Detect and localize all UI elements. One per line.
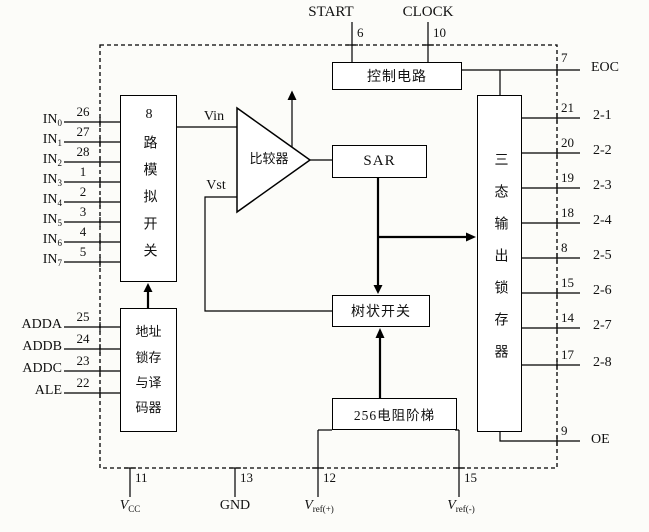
block-tree-switch-label: 树状开关 [351,305,411,320]
pin-label-gnd: GND [219,498,251,513]
pin-num-vref-neg: 15 [464,470,477,485]
pin-label-ale: ALE [34,383,62,398]
pin-num-d6: 15 [561,275,574,290]
pin-label-d7: 2-7 [593,318,612,333]
pin-num-in7: 5 [79,244,87,259]
pin-label-d4: 2-4 [593,213,612,228]
pin-label-d2: 2-2 [593,143,612,158]
block-tristate-latch-label: 三态输出锁存器 [492,151,508,376]
pin-label-d5: 2-5 [593,248,612,263]
pin-label-d8: 2-8 [593,355,612,370]
pin-num-ale: 22 [76,375,90,390]
pin-num-in5: 3 [79,204,87,219]
block-resistor-ladder-label: 256电阻阶梯 [353,408,436,423]
pin-num-gnd: 13 [240,470,253,485]
pin-num-vcc: 11 [135,470,148,485]
block-resistor-ladder: 256电阻阶梯 [332,398,457,430]
pin-num-addb: 24 [76,331,90,346]
comparator-triangle [236,106,312,214]
block-analog-switch: 8路模拟开关 [120,95,177,282]
block-control-circuit-label: 控制电路 [367,70,427,85]
pin-num-in6: 4 [79,224,87,239]
block-sar-label: SAR [363,153,396,169]
pin-label-in7: IN7 [42,252,62,268]
pin-label-in4: IN4 [42,192,62,208]
block-control-circuit: 控制电路 [332,62,462,90]
pin-label-start: START [308,4,354,20]
pin-num-start: 6 [357,25,364,40]
pin-label-vref-pos: Vref(+) [304,498,334,514]
vst-label: Vst [206,178,226,193]
pin-label-eoc: EOC [591,60,619,75]
pin-num-d4: 18 [561,205,574,220]
pin-num-in2: 28 [76,144,90,159]
pin-num-d3: 19 [561,170,574,185]
block-analog-switch-label: 8路模拟开关 [141,107,157,270]
pin-num-oe: 9 [561,423,568,438]
pin-num-eoc: 7 [561,50,568,65]
pin-label-in6: IN6 [42,232,62,248]
pin-num-in0: 26 [76,104,90,119]
comparator-label: 比较器 [249,151,289,166]
block-tristate-latch: 三态输出锁存器 [477,95,522,432]
bus-wires [146,178,466,398]
pin-label-addb: ADDB [22,339,62,354]
pin-label-d3: 2-3 [593,178,612,193]
pin-label-in2: IN2 [42,152,62,168]
pin-num-clock: 10 [433,25,446,40]
pin-label-clock: CLOCK [402,4,454,20]
block-address-decoder-label: 地址锁存与译码器 [135,324,162,416]
pin-label-in5: IN5 [42,212,62,228]
pin-num-in4: 2 [79,184,87,199]
pin-label-vref-neg: Vref(-) [447,498,475,514]
pin-num-d2: 20 [561,135,574,150]
pin-label-addc: ADDC [22,361,62,376]
pin-label-in1: IN1 [42,132,62,148]
block-tree-switch: 树状开关 [332,295,430,327]
pin-num-in1: 27 [76,124,90,139]
signal-wires [64,22,580,497]
pin-num-vref-pos: 12 [323,470,336,485]
arrowheads [143,90,476,338]
block-address-decoder: 地址锁存与译码器 [120,308,177,432]
vin-label: Vin [203,109,225,124]
pin-label-d6: 2-6 [593,283,612,298]
pin-label-in3: IN3 [42,172,62,188]
pin-num-addc: 23 [76,353,90,368]
pin-num-d1: 21 [561,100,574,115]
pin-num-d8: 17 [561,347,574,362]
pin-label-d1: 2-1 [593,108,612,123]
pin-label-oe: OE [591,432,610,447]
pin-num-in3: 1 [79,164,87,179]
pin-label-adda: ADDA [21,317,62,332]
pin-num-adda: 25 [76,309,90,324]
pin-label-in0: IN0 [42,112,62,128]
pin-num-d5: 8 [561,240,568,255]
pin-label-vcc: VCC [119,498,141,514]
block-sar: SAR [332,145,427,178]
pin-num-d7: 14 [561,310,574,325]
